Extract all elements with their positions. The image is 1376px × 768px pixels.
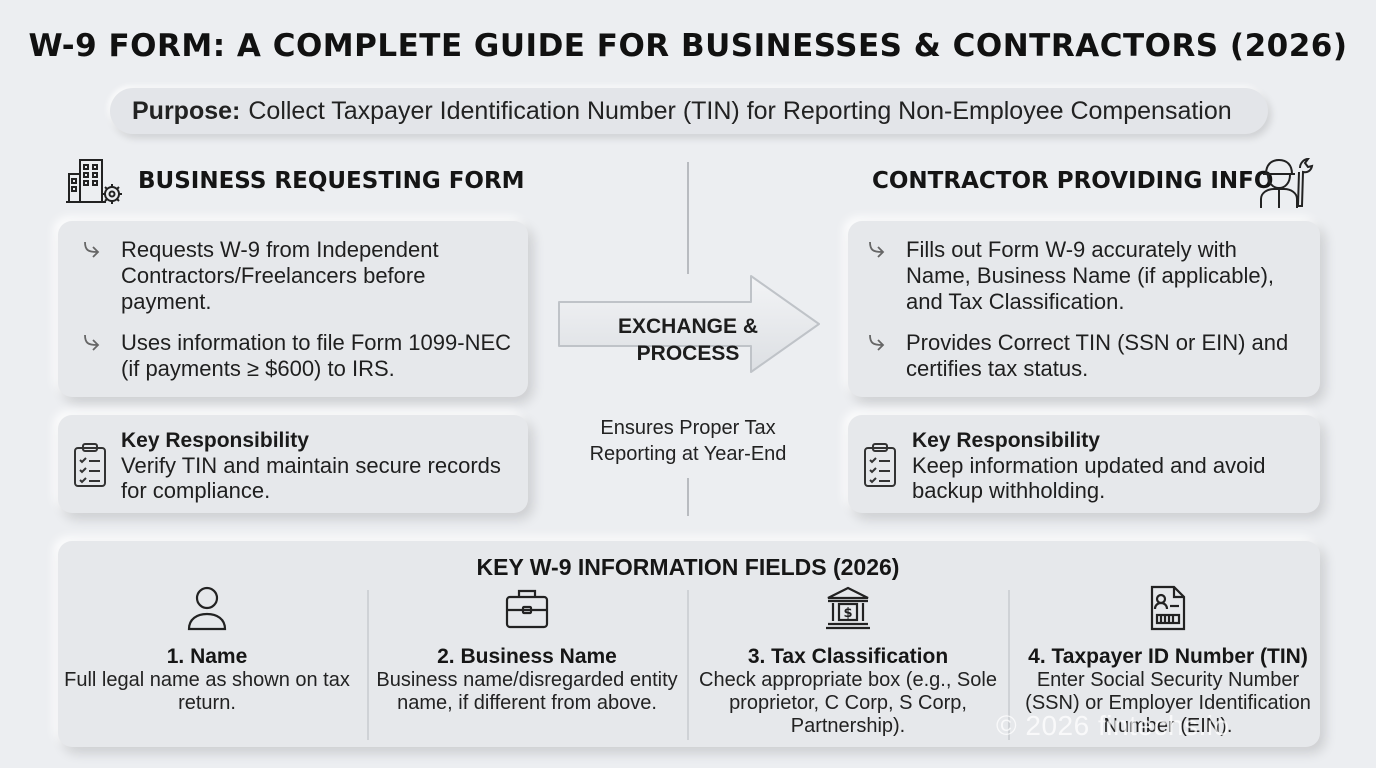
field-business-name: 2. Business Name Business name/disregard… — [372, 585, 682, 715]
exchange-note: Ensures Proper Tax Reporting at Year-End — [589, 417, 787, 465]
field-business-name-title: 2. Business Name — [437, 645, 617, 668]
business-card — [58, 221, 528, 397]
bullet-arrow-icon — [84, 241, 100, 258]
bullet-arrow-icon — [869, 241, 885, 258]
field-tin-desc: Enter Social Security Number (SSN) or Em… — [1025, 669, 1311, 737]
bullet-arrow-icon — [869, 334, 885, 351]
briefcase-icon — [505, 589, 549, 629]
field-name-title: 1. Name — [166, 645, 248, 668]
field-name: 1. Name Full legal name as shown on tax … — [52, 585, 362, 715]
contractor-responsibility-text: Keep information updated and avoid backu… — [912, 453, 1266, 503]
purpose-label: Purpose: — [132, 96, 241, 125]
field-divider — [1008, 590, 1010, 740]
fields-title: KEY W-9 INFORMATION FIELDS (2026) — [476, 554, 900, 580]
business-responsibility-text: Verify TIN and maintain secure records f… — [121, 453, 501, 503]
contractor-card — [848, 221, 1320, 397]
worker-wrench-icon — [1260, 157, 1314, 208]
business-responsibility-card — [58, 415, 528, 513]
building-gear-icon — [66, 159, 122, 204]
purpose-text: Collect Taxpayer Identification Number (… — [248, 96, 1232, 125]
clipboard-checklist-icon — [864, 443, 896, 487]
field-tin-title: 4. Taxpayer ID Number (TIN) — [1028, 645, 1308, 668]
business-bullet-2: Uses information to file Form 1099-NEC (… — [84, 330, 521, 382]
field-tax-classification-desc: Check appropriate box (e.g., Sole propri… — [699, 669, 997, 737]
page-title: W-9 FORM: A COMPLETE GUIDE FOR BUSINESSE… — [28, 28, 1348, 64]
bullet-arrow-icon — [84, 334, 100, 351]
contractor-responsibility-card — [848, 415, 1320, 513]
id-card-icon — [1150, 585, 1186, 631]
contractor-bullet-1: Fills out Form W-9 accurately with Name,… — [869, 237, 1306, 315]
field-tax-classification: $ 3. Tax Classification Check appropriat… — [693, 585, 1003, 738]
exchange-arrow — [558, 275, 820, 373]
bank-icon: $ — [826, 586, 870, 630]
field-divider — [367, 590, 369, 740]
purpose-banner: Purpose: Collect Taxpayer Identification… — [110, 88, 1268, 134]
fields-card — [58, 541, 1320, 747]
field-business-name-desc: Business name/disregarded entity name, i… — [376, 669, 678, 714]
field-tin: 4. Taxpayer ID Number (TIN) Enter Social… — [1013, 585, 1323, 738]
business-bullet-1: Requests W-9 from Independent Contractor… — [84, 237, 521, 315]
person-icon — [187, 586, 227, 631]
business-heading: BUSINESS REQUESTING FORM — [138, 168, 525, 194]
center-divider-bottom — [687, 478, 689, 516]
watermark: © 2026 fintechs.io — [996, 710, 1230, 741]
field-tax-classification-title: 3. Tax Classification — [747, 645, 949, 668]
clipboard-checklist-icon — [74, 443, 106, 487]
field-name-desc: Full legal name as shown on tax return. — [64, 669, 350, 714]
field-divider — [687, 590, 689, 740]
contractor-heading: CONTRACTOR PROVIDING INFO — [872, 168, 1274, 194]
exchange-label: EXCHANGE & PROCESS — [617, 315, 759, 365]
contractor-bullet-2: Provides Correct TIN (SSN or EIN) and ce… — [869, 330, 1306, 382]
center-divider-top — [687, 162, 689, 274]
svg-text:$: $ — [843, 606, 852, 621]
business-responsibility-title: Key Responsibility — [121, 429, 309, 452]
contractor-responsibility-title: Key Responsibility — [912, 429, 1100, 452]
